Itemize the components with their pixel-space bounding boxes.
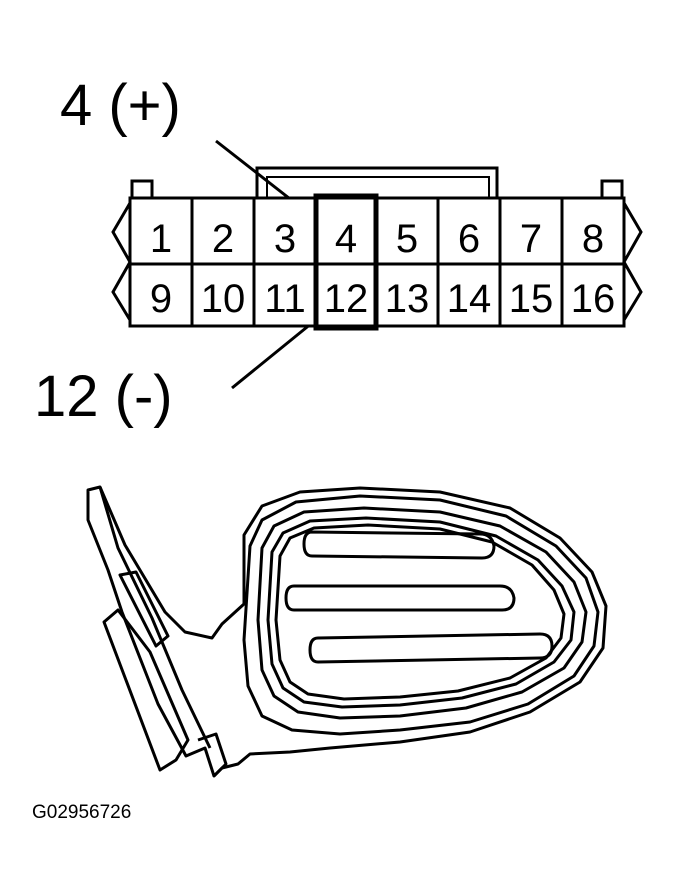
mirror-housing-shell <box>242 494 600 736</box>
pin-label-3: 3 <box>274 217 296 261</box>
mirror-heater-stripe-top <box>302 530 496 560</box>
pin-label-16: 16 <box>571 277 616 321</box>
pin-label-14: 14 <box>447 277 492 321</box>
mirror-heater-stripe-bottom <box>308 632 554 664</box>
callout-positive-label: 4 (+) <box>60 73 181 138</box>
pin-label-13: 13 <box>385 277 430 321</box>
pin-label-1: 1 <box>150 217 172 261</box>
pin-label-10: 10 <box>201 277 246 321</box>
pin-label-15: 15 <box>509 277 554 321</box>
connector-latch-left <box>111 202 132 321</box>
mirror-glass-outer-ring <box>256 506 588 720</box>
pin-label-11: 11 <box>264 277 306 321</box>
mirror-mount-clip <box>118 570 170 648</box>
mirror-mount-base <box>102 608 190 772</box>
mirror-glass-inner-ring <box>274 523 566 701</box>
pin-label-4: 4 <box>335 217 357 261</box>
mirror-mount-arm <box>86 485 608 778</box>
pin-label-8: 8 <box>582 217 604 261</box>
mirror-mount-foot <box>197 732 228 778</box>
mirror-mount-arm-edge <box>98 486 212 749</box>
pin-label-12: 12 <box>324 277 369 321</box>
connector <box>111 166 643 331</box>
connector-latch-right <box>622 202 643 321</box>
pin-label-5: 5 <box>396 217 418 261</box>
callout-negative-label: 12 (-) <box>34 364 173 429</box>
pin-label-9: 9 <box>150 277 172 321</box>
connector-corner-tab-right <box>600 179 624 200</box>
pin-label-7: 7 <box>520 217 542 261</box>
side-mirror-illustration <box>86 485 608 778</box>
mirror-glass-middle-ring <box>266 516 576 709</box>
highlighted-pin-column <box>313 193 379 331</box>
connector-corner-tab-left <box>130 179 154 200</box>
pin-label-2: 2 <box>212 217 234 261</box>
pin-label-6: 6 <box>458 217 480 261</box>
mirror-heater-stripe-middle <box>284 584 516 612</box>
connector-lock-tab-inner <box>266 176 490 202</box>
figure-code: G02956726 <box>32 802 131 823</box>
connector-lock-tab <box>255 166 499 202</box>
